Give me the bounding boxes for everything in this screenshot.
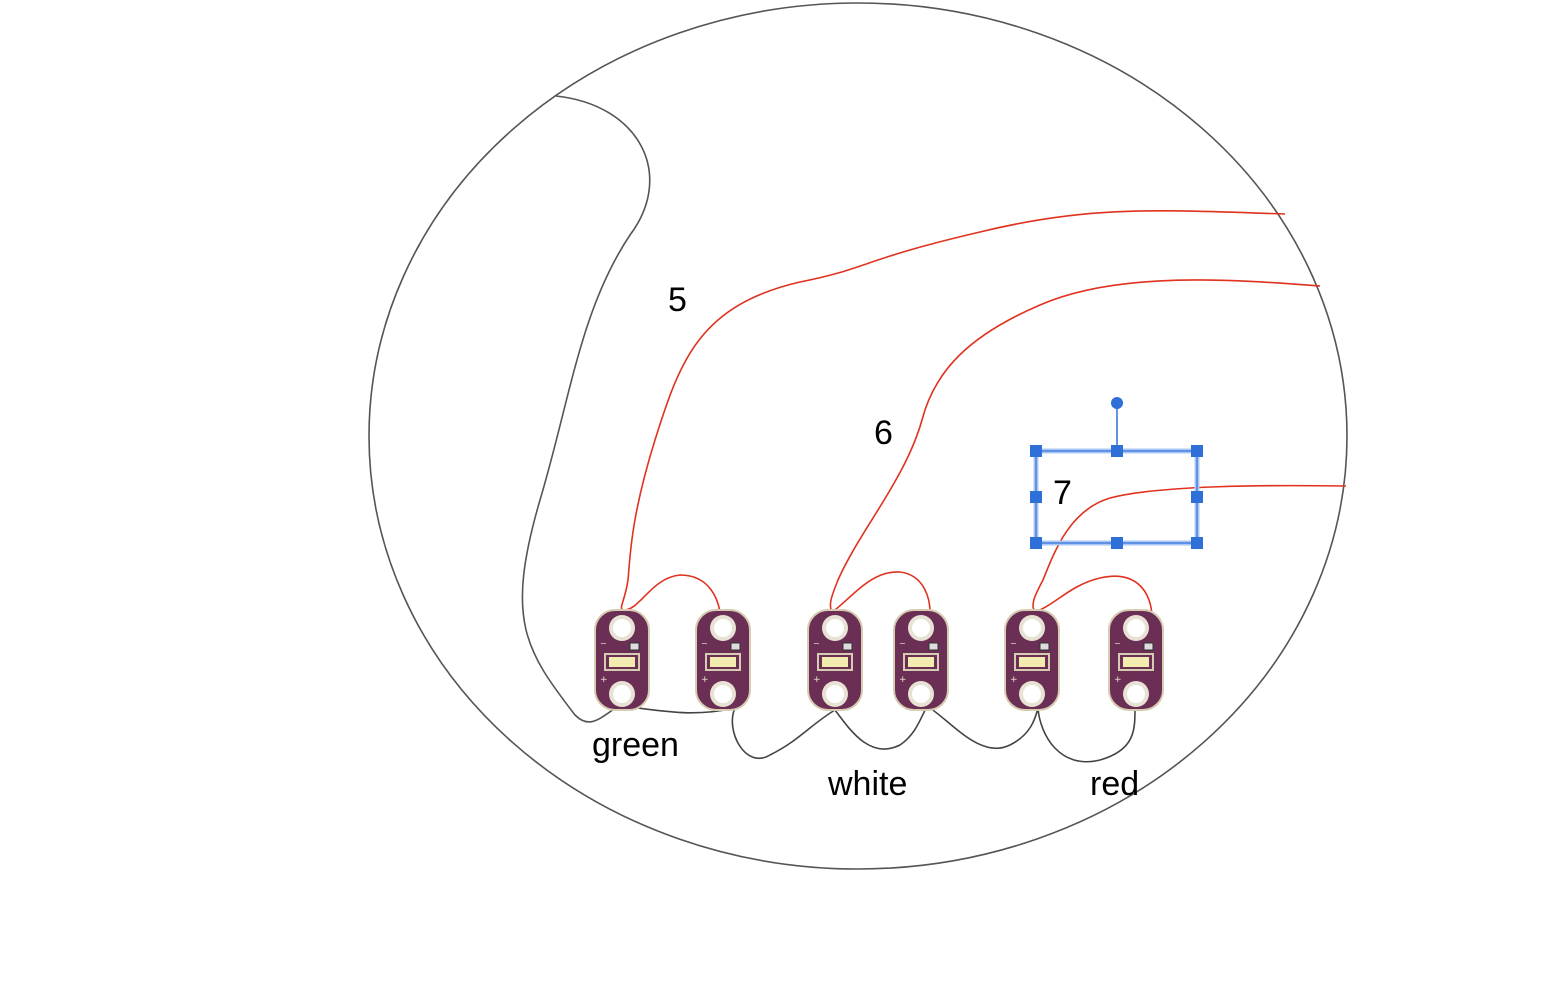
negative-thread-chain [619, 704, 1136, 763]
resize-handle-s[interactable] [1111, 537, 1123, 549]
led-6 [1108, 609, 1164, 711]
wire-label-7[interactable]: 7 [1053, 474, 1072, 512]
led-2 [695, 609, 751, 711]
led-4 [893, 609, 949, 711]
resize-handle-e[interactable] [1191, 491, 1203, 503]
led-3 [807, 609, 863, 711]
rotate-handle[interactable] [1111, 397, 1123, 409]
resize-handle-w[interactable] [1030, 491, 1042, 503]
wire-label-5[interactable]: 5 [668, 281, 687, 319]
resize-handle-n[interactable] [1111, 445, 1123, 457]
led-1 [594, 609, 650, 711]
resize-handle-se[interactable] [1191, 537, 1203, 549]
led-5 [1004, 609, 1060, 711]
resize-handle-nw[interactable] [1030, 445, 1042, 457]
wire-label-6[interactable]: 6 [874, 414, 893, 452]
outline-ellipse [368, 2, 1348, 870]
wire-6 [829, 279, 1321, 614]
wire-7 [1032, 484, 1347, 616]
group-label-red[interactable]: red [1090, 765, 1140, 803]
resize-handle-sw[interactable] [1030, 537, 1042, 549]
group-label-white[interactable]: white [828, 765, 908, 803]
resize-handle-ne[interactable] [1191, 445, 1203, 457]
group-label-green[interactable]: green [592, 726, 679, 764]
negative-thread-main [521, 95, 651, 723]
wire-5 [620, 210, 1286, 613]
